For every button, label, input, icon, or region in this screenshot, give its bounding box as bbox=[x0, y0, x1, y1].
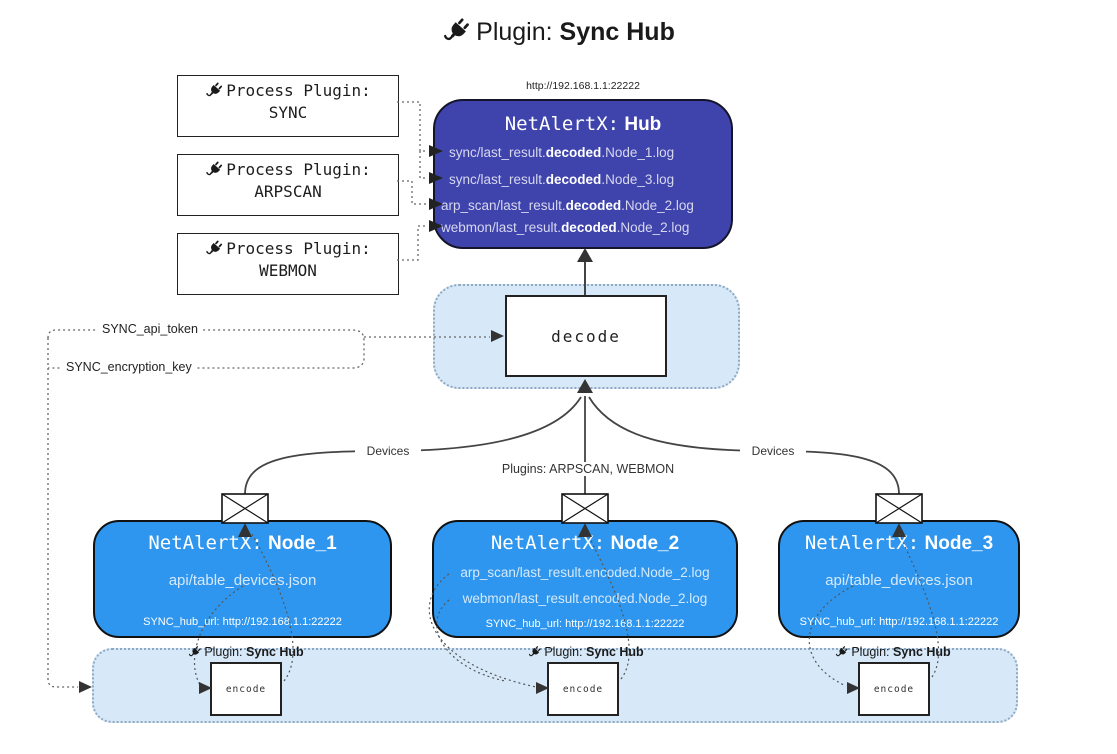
node-file: webmon/last_result.encoded.Node_2.log bbox=[462, 591, 708, 606]
plug-icon bbox=[205, 239, 224, 258]
plug-icon bbox=[205, 81, 224, 100]
node-name: Node_2 bbox=[610, 533, 680, 554]
process-plugin-name: ARPSCAN bbox=[254, 182, 322, 201]
node-2-box: NetAlertX: Node_2 arp_scan/last_result.e… bbox=[432, 520, 738, 638]
plug-icon bbox=[205, 160, 224, 179]
node-hub-url: SYNC_hub_url: http://192.168.1.1:22222 bbox=[799, 616, 999, 628]
hub-name: Hub bbox=[624, 114, 662, 135]
encode-box: encode bbox=[858, 662, 930, 716]
node-file: arp_scan/last_result.encoded.Node_2.log bbox=[460, 565, 710, 580]
hub-app: NetAlertX: bbox=[504, 113, 620, 135]
node-app: NetAlertX: bbox=[804, 532, 920, 554]
encode-box: encode bbox=[547, 662, 619, 716]
encode-box: encode bbox=[210, 662, 282, 716]
node-app: NetAlertX: bbox=[490, 532, 606, 554]
title-label: Plugin: bbox=[476, 18, 553, 46]
hub-file: sync/last_result.decoded.Node_3.log bbox=[449, 172, 675, 187]
node-file: api/table_devices.json bbox=[168, 572, 317, 589]
page-title: Plugin: Sync Hub bbox=[0, 16, 1117, 47]
process-plugin-arpscan: Process Plugin: ARPSCAN bbox=[177, 154, 399, 216]
hub-box: NetAlertX: Hub sync/last_result.decoded.… bbox=[433, 99, 733, 249]
process-plugin-name: WEBMON bbox=[259, 261, 317, 280]
plug-icon bbox=[442, 16, 472, 46]
title-name: Sync Hub bbox=[559, 18, 675, 46]
process-plugin-sync: Process Plugin: SYNC bbox=[177, 75, 399, 137]
process-plugin-name: SYNC bbox=[268, 103, 308, 122]
hub-file: sync/last_result.decoded.Node_1.log bbox=[449, 145, 675, 160]
node-name: Node_3 bbox=[924, 533, 994, 554]
process-plugin-label: Process Plugin: bbox=[226, 160, 371, 179]
node-hub-url: SYNC_hub_url: http://192.168.1.1:22222 bbox=[485, 618, 685, 630]
process-plugin-webmon: Process Plugin: WEBMON bbox=[177, 233, 399, 295]
hub-file: arp_scan/last_result.decoded.Node_2.log bbox=[441, 198, 694, 213]
hub-url: http://192.168.1.1:22222 bbox=[526, 80, 640, 92]
node-hub-url: SYNC_hub_url: http://192.168.1.1:22222 bbox=[143, 616, 342, 628]
process-plugin-label: Process Plugin: bbox=[226, 81, 371, 100]
node-file: api/table_devices.json bbox=[825, 572, 973, 589]
node-1-box: NetAlertX: Node_1 api/table_devices.json… bbox=[93, 520, 392, 638]
decode-box: decode bbox=[505, 295, 667, 377]
process-plugin-label: Process Plugin: bbox=[226, 239, 371, 258]
node-app: NetAlertX: bbox=[148, 532, 263, 554]
node-name: Node_1 bbox=[268, 533, 337, 554]
node-3-box: NetAlertX: Node_3 api/table_devices.json… bbox=[778, 520, 1020, 638]
hub-file: webmon/last_result.decoded.Node_2.log bbox=[441, 220, 690, 235]
